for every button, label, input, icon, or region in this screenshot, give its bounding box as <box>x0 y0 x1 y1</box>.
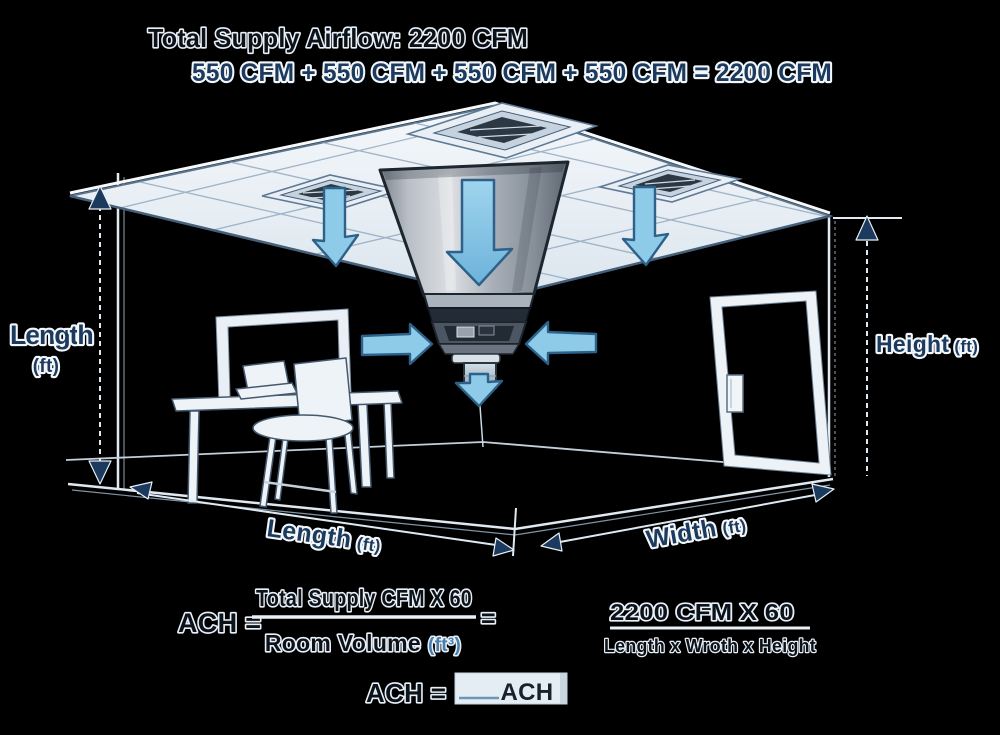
door-handle-plate <box>726 374 744 413</box>
dimension-arrowhead <box>811 483 835 503</box>
diffuser-slat <box>469 125 541 131</box>
dimension-arrowhead-up <box>855 215 879 241</box>
formula-lhs: ACH = <box>178 608 261 638</box>
desk-leg <box>187 410 200 504</box>
ach-formula: ACH = Total Supply CFM X 60 Room Volume(… <box>176 583 817 709</box>
formula-denominator-2: Length x Wroth x Height <box>604 636 816 656</box>
dimension-arrowhead <box>492 537 515 557</box>
result-box-shadow <box>560 673 567 704</box>
airflow-down-arrow-right <box>621 185 670 267</box>
dimension-label-right: Height(ft) <box>876 331 978 357</box>
unit-shadow-streak <box>512 167 542 292</box>
door <box>709 290 832 476</box>
unit-flange <box>437 343 521 355</box>
floor-front-edge <box>67 477 834 531</box>
title-cfm-sum: 550 CFM + 550 CFM + 550 CFM + 550 CFM = … <box>192 59 832 87</box>
title-total-supply: Total Supply Airflow: 2200 CFM <box>148 23 528 53</box>
chair-backrest <box>293 357 353 427</box>
formula-equals: = <box>481 605 496 633</box>
dimension-arrowhead-down <box>88 460 112 485</box>
dimension-left: Length (ft) <box>8 185 112 485</box>
dimension-label-bottom-right: Width(ft) <box>644 509 748 554</box>
desk-leg <box>357 403 372 488</box>
diffuser-slat <box>477 133 533 138</box>
desk-leg <box>383 401 395 479</box>
airflow-down-arrow-left <box>311 186 360 268</box>
diffuser-slat <box>649 185 691 190</box>
airflow-down-arrow-nozzle <box>454 372 504 408</box>
airflow-down-arrow-main <box>445 178 514 287</box>
unit-vent-slot <box>478 325 495 336</box>
floor-front-edge-shadow <box>71 484 831 536</box>
formula-denominator-1: Room Volume(ft³) <box>265 630 461 656</box>
dimension-arrowhead <box>540 532 563 552</box>
unit-top-shadow <box>383 163 565 180</box>
dimension-arrowhead <box>129 481 153 500</box>
dimension-right: Height(ft) <box>855 215 980 476</box>
chair-leg <box>259 435 277 508</box>
diffuser-center <box>405 102 599 159</box>
floor-corner-tick <box>512 507 517 557</box>
dimension-line <box>548 492 827 545</box>
chair-seat <box>252 414 354 442</box>
unit-band-dark <box>427 307 531 323</box>
formula-numerator-1: Total Supply CFM X 60 <box>256 585 472 611</box>
wall-base-edge <box>65 441 831 472</box>
formula-numerator-2: 2200 CFM X 60 <box>610 599 794 625</box>
dimension-unit-left: (ft) <box>33 356 60 377</box>
unit-vent-slot <box>456 326 475 338</box>
chair-leg <box>343 425 358 495</box>
chair-rung <box>263 480 337 494</box>
unit-highlight-streak <box>438 174 456 291</box>
dimension-arrowhead-up <box>88 185 112 210</box>
unit-collar <box>451 353 501 364</box>
desk <box>171 360 403 504</box>
result-value: ACH <box>501 679 554 706</box>
airflow-trace-line <box>479 405 484 448</box>
dimension-line <box>136 492 504 547</box>
unit-band-light <box>422 293 536 309</box>
chair <box>252 357 358 514</box>
airflow-inward-arrow-left <box>360 322 434 366</box>
result-label: ACH = <box>366 678 446 708</box>
diffuser-slat <box>644 179 696 185</box>
airflow-inward-arrow-right <box>524 320 598 366</box>
dimension-label-left: Length <box>10 320 94 350</box>
